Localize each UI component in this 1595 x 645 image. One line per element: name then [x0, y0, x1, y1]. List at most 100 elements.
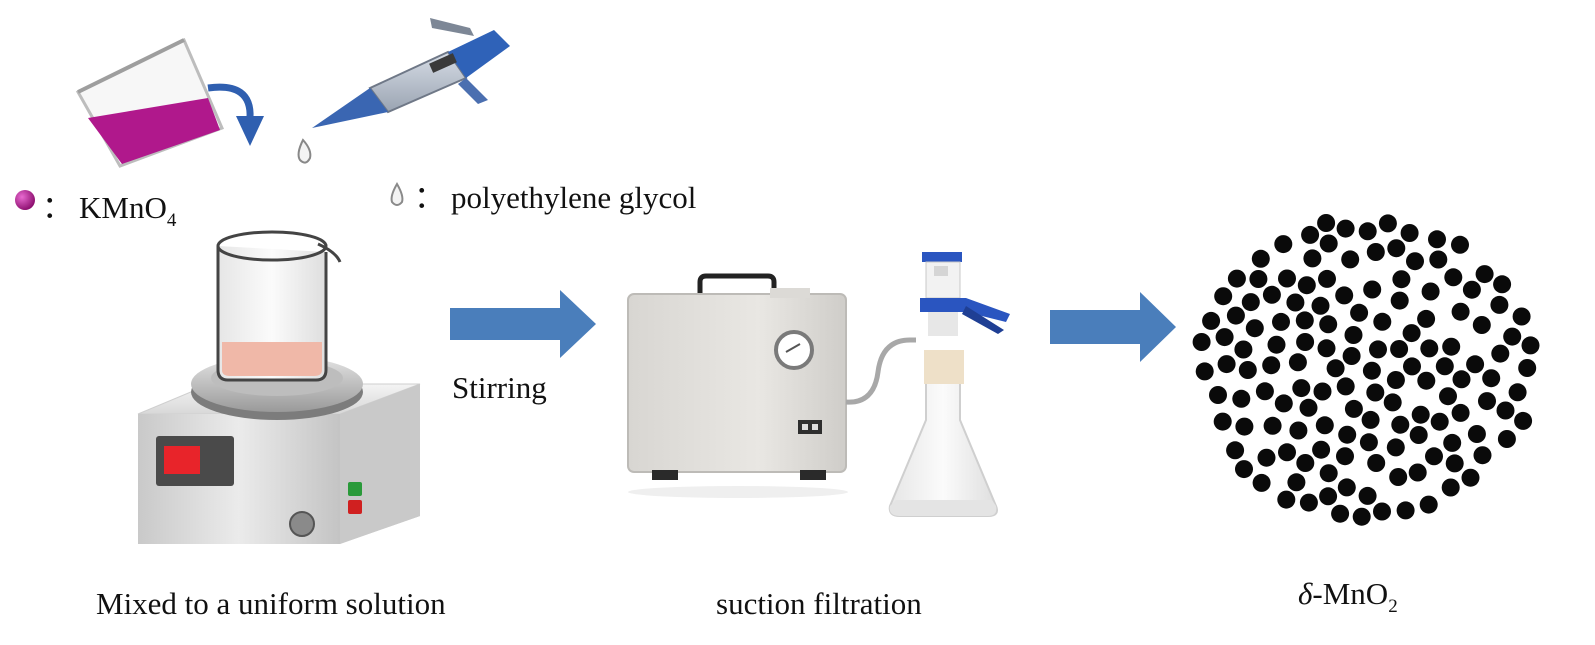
mno2-particle — [1251, 249, 1270, 268]
mno2-particle — [1363, 280, 1382, 299]
mno2-particle — [1445, 454, 1464, 473]
mno2-particle — [1358, 222, 1377, 241]
mno2-particle — [1425, 447, 1443, 466]
mno2-particle — [1299, 398, 1318, 417]
vacuum-tube — [845, 337, 916, 405]
mno2-particle — [1439, 387, 1457, 406]
mno2-particle — [1451, 302, 1470, 321]
peg-legend-label: ：polyethylene glycol — [414, 172, 696, 217]
mno2-particle — [1342, 347, 1361, 365]
mno2-particle — [1317, 339, 1336, 358]
mno2-particle — [1195, 362, 1214, 381]
mno2-particle — [1493, 275, 1512, 294]
filtration-step-label: suction filtration — [716, 586, 922, 621]
stirring-label: Stirring — [452, 370, 547, 405]
mno2-particle — [1443, 433, 1462, 452]
mno2-particle — [1336, 377, 1355, 396]
mno2-particle — [1496, 401, 1515, 420]
mno2-particle — [1435, 357, 1454, 376]
mno2-particle — [1278, 443, 1296, 462]
mno2-particle — [1217, 355, 1236, 374]
mno2-particle — [1518, 359, 1537, 377]
kmno4-legend-label: ：KMnO4 — [42, 182, 176, 232]
peg-droplet-icon — [390, 182, 404, 206]
pouring-beaker-icon — [75, 37, 225, 168]
mno2-particle — [1361, 410, 1380, 429]
kmno4-formula: KMnO — [79, 190, 167, 225]
mno2-particle — [1319, 487, 1338, 506]
mno2-particle — [1442, 337, 1461, 356]
mno2-particle — [1299, 493, 1318, 512]
mno2-particle — [1267, 335, 1286, 354]
mno2-particle — [1326, 359, 1345, 378]
mno2-particle — [1490, 295, 1509, 314]
mno2-particle — [1386, 438, 1405, 457]
mno2-particle — [1226, 306, 1245, 325]
magnetic-stirrer-icon — [137, 356, 421, 544]
mno2-particle — [1373, 312, 1392, 331]
mno2-particle — [1202, 311, 1221, 330]
mno2-particle — [1462, 280, 1481, 299]
mno2-particle — [1255, 382, 1274, 401]
mno2-particle — [1497, 430, 1516, 448]
mno2-particle — [1209, 386, 1227, 404]
mno2-particle — [1478, 392, 1496, 411]
mno2-particle — [1475, 265, 1494, 284]
mno2-particle — [1441, 478, 1460, 497]
mno2-particle — [1387, 239, 1406, 258]
mno2-particle — [1491, 344, 1510, 363]
mno2-particle — [1296, 454, 1315, 472]
legend-separator-1: ： — [42, 190, 73, 225]
mno2-particle — [1192, 333, 1211, 351]
mno2-particle — [1366, 383, 1385, 402]
legend-separator-2: ： — [414, 180, 445, 215]
mno2-particle — [1341, 250, 1360, 269]
mno2-particle — [1400, 224, 1419, 242]
mno2-particle — [1508, 383, 1527, 402]
mno2-particle — [1319, 464, 1338, 483]
mno2-particle — [1274, 394, 1293, 413]
mno2-particle — [1249, 270, 1268, 288]
mno2-particle — [1383, 393, 1402, 412]
mno2-particle — [1391, 415, 1410, 434]
mno2-particle — [1289, 421, 1308, 440]
mno2-particle — [1215, 328, 1234, 347]
mno2-particle — [1472, 316, 1491, 334]
mno2-particle — [1350, 303, 1369, 322]
mno2-particle — [1366, 243, 1385, 261]
mno2-particle — [1313, 382, 1332, 401]
mno2-particle — [1262, 356, 1281, 375]
pour-arrow-icon — [207, 83, 264, 146]
beaker-on-stirrer-icon — [216, 230, 342, 382]
mno2-particle — [1452, 370, 1471, 389]
product-formula: -MnO — [1312, 576, 1389, 611]
mno2-particle — [1408, 463, 1427, 482]
mno2-particle — [1367, 454, 1386, 472]
mno2-particle — [1319, 315, 1338, 334]
mno2-particle — [1318, 269, 1336, 288]
mno2-particle — [1286, 293, 1305, 312]
mno2-particle — [1417, 371, 1436, 390]
droplet-icon — [297, 138, 312, 164]
mno2-particle — [1466, 355, 1485, 374]
mno2-particle — [1292, 379, 1311, 398]
kmno4-subscript: 4 — [166, 210, 177, 231]
mno2-particle — [1467, 425, 1486, 443]
mno2-particle — [1263, 416, 1282, 435]
mno2-particle — [1235, 460, 1253, 479]
mno2-particle — [1337, 478, 1356, 497]
mno2-particle — [1226, 441, 1245, 460]
mno2-particle — [1373, 502, 1391, 521]
mno2-particle — [1272, 312, 1290, 331]
mix-step-label: Mixed to a uniform solution — [96, 586, 446, 621]
mno2-particle — [1403, 357, 1421, 376]
filtration-flask-icon — [888, 252, 1010, 517]
mno2-particle — [1421, 282, 1440, 301]
mno2-particle — [1252, 473, 1271, 492]
mno2-particle — [1444, 268, 1463, 287]
mno2-particle — [1277, 490, 1296, 509]
mno2-particle — [1336, 219, 1355, 238]
mno2-particle — [1336, 447, 1354, 466]
